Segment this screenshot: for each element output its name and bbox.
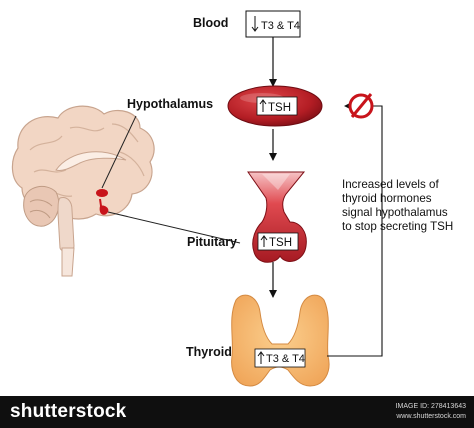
brainstem [57, 197, 75, 253]
feedback-note-line: signal hypothalamus [342, 206, 448, 219]
pituitary-tsh-box [257, 232, 299, 251]
feedback-note-line: Increased levels of [342, 178, 439, 191]
pituitary-tsh-text: TSH [269, 237, 292, 249]
thyroid-hormone-box [254, 348, 306, 368]
image-id: IMAGE ID: 278413643 [395, 403, 466, 410]
feedback-note-line: thyroid hormones [342, 192, 432, 205]
hypothalamus-pointer [101, 115, 137, 189]
inhibit-icon [348, 93, 374, 119]
hypothalamus-tsh-text: TSH [268, 102, 291, 114]
blood-label: Blood [193, 16, 229, 30]
footer-bar: shutterstock IMAGE ID: 278413643 www.shu… [0, 396, 474, 428]
corpus-callosum [55, 151, 127, 171]
site-url: www.shutterstock.com [396, 413, 466, 420]
feedback-note: Increased levels of thyroid hormones sig… [342, 178, 464, 234]
pituitary-pointer [107, 211, 241, 244]
blood-hormone-text: T3 & T4 [261, 20, 300, 32]
pituitary-label: Pituitary [187, 235, 238, 249]
brand-logo: shutterstock [10, 401, 127, 422]
hypothalamus-label: Hypothalamus [127, 97, 214, 111]
brain-pituitary-highlight [99, 205, 109, 215]
cerebellum [23, 185, 60, 227]
feedback-note-line: to stop secreting TSH [342, 220, 454, 233]
spinal-cord [61, 247, 75, 277]
thyroid-hormone-text: T3 & T4 [266, 353, 305, 365]
hypothalamus-tsh-box [256, 96, 298, 116]
thyroid-label: Thyroid [186, 345, 232, 359]
brain-hypothalamus-highlight [96, 189, 108, 197]
brain-illustration [11, 105, 155, 277]
thyroid-organ [231, 294, 330, 387]
blood-box-content: T3 & T4 [251, 16, 300, 32]
